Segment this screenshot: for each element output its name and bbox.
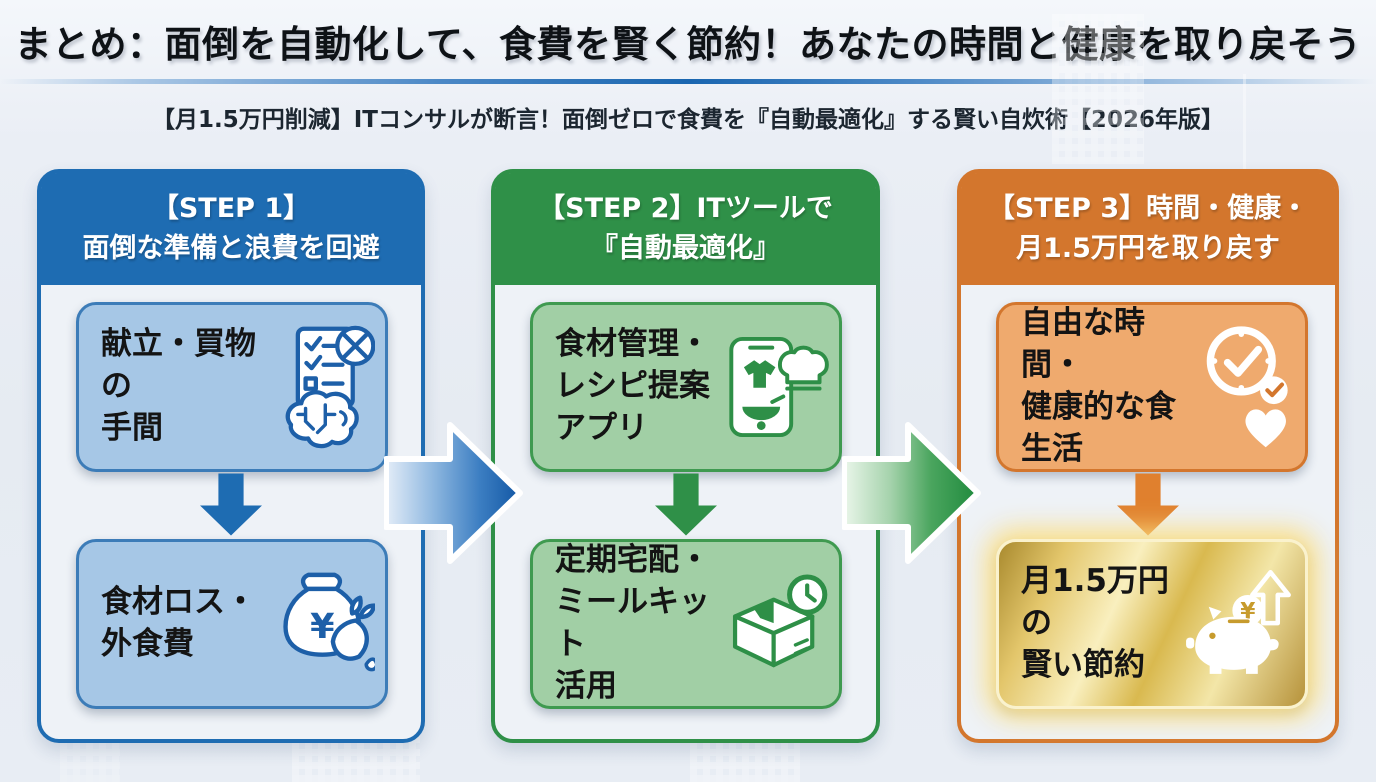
step2-header: 【STEP 2】ITツールで 『自動最適化』 bbox=[495, 173, 876, 285]
checklist-brain-icon bbox=[279, 321, 375, 453]
recipe-app-phone-icon bbox=[725, 324, 829, 450]
card-label: 定期宅配・ ミールキット 活用 bbox=[555, 542, 710, 704]
step2-panel: 【STEP 2】ITツールで 『自動最適化』 食材管理・ レシピ提案 アプリ bbox=[491, 169, 880, 743]
card-label: 月1.5万円の 賢い節約 bbox=[1021, 563, 1169, 683]
piggy-bank-savings-icon: ¥ bbox=[1177, 566, 1295, 682]
page-subtitle: 【月1.5万円削減】ITコンサルが断言！面倒ゼロで食費を『自動最適化』する賢い自… bbox=[151, 107, 1224, 133]
step1-card-menu-shopping: 献立・買物の 手間 bbox=[76, 302, 388, 472]
svg-text:¥: ¥ bbox=[310, 606, 334, 647]
step1-header: 【STEP 1】 面倒な準備と浪費を回避 bbox=[41, 173, 421, 285]
step2-card-recipe-app: 食材管理・ レシピ提案 アプリ bbox=[530, 302, 842, 472]
steps-flow-diagram: 【STEP 1】 面倒な準備と浪費を回避 献立・買物の 手間 bbox=[0, 169, 1376, 769]
title-divider bbox=[0, 79, 1376, 84]
step3-down-arrow-icon bbox=[1117, 473, 1179, 540]
card-label: 食材ロス・ 外食費 bbox=[101, 584, 256, 662]
step1-panel: 【STEP 1】 面倒な準備と浪費を回避 献立・買物の 手間 bbox=[37, 169, 425, 743]
header: まとめ：面倒を自動化して、食費を賢く節約！あなたの時間と健康を取り戻そう 【月1… bbox=[0, 14, 1376, 134]
step3-panel: 【STEP 3】時間・健康・ 月1.5万円を取り戻す 自由な時間・ 健康的な食生… bbox=[957, 169, 1339, 743]
step1-down-arrow-icon bbox=[200, 473, 262, 540]
flow-arrow-step2-to-step3-icon bbox=[841, 417, 984, 569]
card-label: 献立・買物の 手間 bbox=[101, 326, 256, 446]
clock-check-heart-icon bbox=[1199, 320, 1295, 454]
delivery-box-clock-icon bbox=[725, 568, 829, 680]
page-title: まとめ：面倒を自動化して、食費を賢く節約！あなたの時間と健康を取り戻そう bbox=[14, 23, 1362, 66]
step3-card-free-time-health: 自由な時間・ 健康的な食生活 bbox=[996, 302, 1308, 472]
card-label: 自由な時間・ 健康的な食生活 bbox=[1021, 305, 1176, 467]
step2-down-arrow-icon bbox=[654, 473, 717, 540]
step3-card-savings: 月1.5万円の 賢い節約 ¥ bbox=[996, 539, 1308, 709]
step2-card-meal-kit: 定期宅配・ ミールキット 活用 bbox=[530, 539, 842, 709]
money-bag-carrot-icon: ¥ bbox=[275, 564, 375, 684]
step3-header: 【STEP 3】時間・健康・ 月1.5万円を取り戻す bbox=[961, 173, 1335, 285]
step1-card-food-loss: 食材ロス・ 外食費 ¥ bbox=[76, 539, 388, 709]
card-label: 食材管理・ レシピ提案 アプリ bbox=[555, 326, 710, 446]
flow-arrow-step1-to-step2-icon bbox=[383, 417, 526, 569]
